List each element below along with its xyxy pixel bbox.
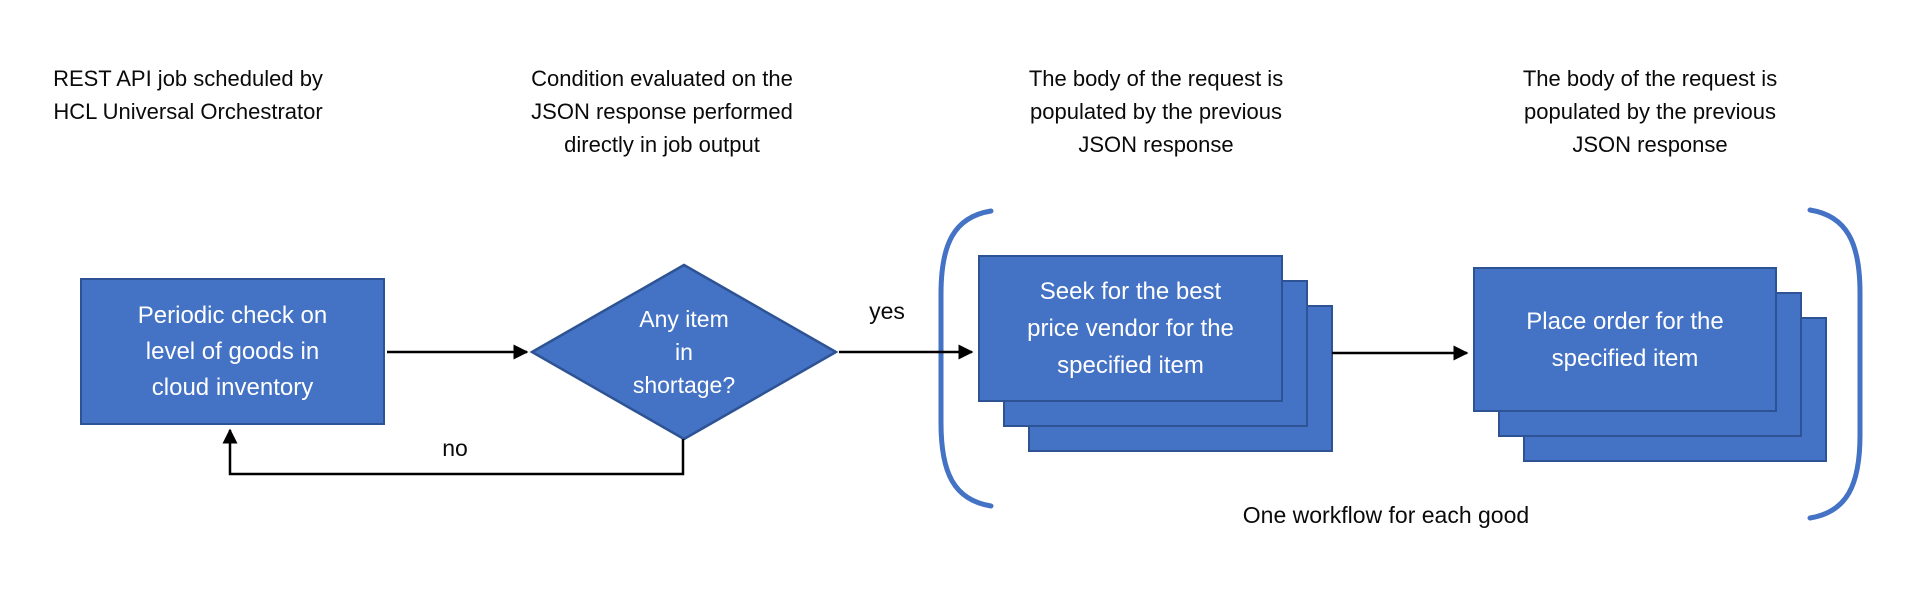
annotation-line: directly in job output [564,132,760,157]
annotation-rest-api-job: REST API job scheduled by HCL Universal … [18,62,358,128]
node-seek-vendor: Seek for the best price vendor for the s… [978,255,1283,402]
decision-any-item-shortage: Any item in shortage? [534,267,834,437]
node-place-order: Place order for the specified item [1473,267,1777,412]
node-label-line: Place order for the [1526,307,1724,335]
decision-label-line: shortage? [632,371,736,398]
node-label-line: Seek for the best [1039,278,1222,305]
annotation-line: The body of the request is [1028,66,1284,91]
caption-one-workflow: One workflow for each good [1242,502,1530,528]
annotation-line: populated by the previous [1030,99,1282,124]
decision-label-line: Any item [639,305,729,332]
annotation-line: Condition evaluated on the [531,66,793,91]
annotation-request-body-order: The body of the request is populated by … [1480,62,1820,161]
annotation-line: The body of the request is [1522,66,1778,91]
edge-label-yes: yes [869,298,905,324]
annotation-request-body-seek: The body of the request is populated by … [986,62,1326,161]
annotation-condition-evaluated: Condition evaluated on the JSON response… [492,62,832,161]
annotation-line: JSON response performed [531,99,793,124]
annotation-line: populated by the previous [1524,99,1776,124]
node-periodic-check: Periodic check on level of goods in clou… [80,278,385,425]
annotation-line: REST API job scheduled by [53,66,323,91]
node-label-line: level of goods in [145,337,320,365]
decision-label-line: in [675,338,693,365]
node-label-line: Periodic check on [137,301,328,329]
annotation-line: JSON response [1078,132,1234,157]
annotation-line: HCL Universal Orchestrator [53,99,323,124]
annotation-line: JSON response [1572,132,1728,157]
node-label-line: cloud inventory [151,373,314,401]
node-label-line: price vendor for the [1027,315,1234,342]
node-label-line: specified item [1551,344,1699,372]
node-label-line: specified item [1057,352,1204,379]
edge-label-no: no [442,435,468,461]
